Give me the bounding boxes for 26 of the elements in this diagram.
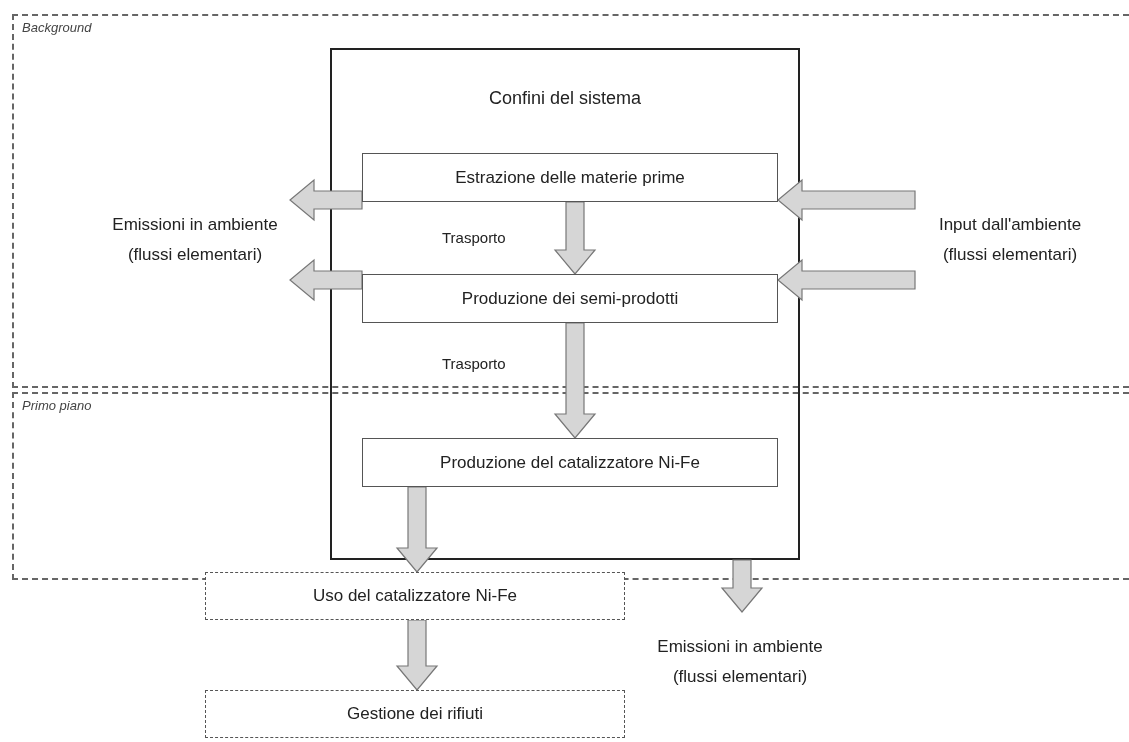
block-arrow — [395, 486, 439, 573]
process-box — [205, 690, 625, 738]
block-arrow — [289, 258, 363, 302]
process-box — [362, 274, 778, 323]
process-box — [362, 438, 778, 487]
block-arrow — [289, 178, 363, 222]
region-label: Background — [22, 20, 92, 35]
flow-label: Emissioni in ambiente (flussi elementari) — [645, 612, 835, 712]
block-arrow — [720, 559, 764, 613]
region-label: Primo piano — [22, 398, 92, 413]
block-arrow — [553, 322, 597, 439]
block-arrow — [395, 619, 439, 691]
flow-label: Emissioni in ambiente (flussi elementari) — [100, 190, 290, 290]
process-label: Produzione del catalizzatore Ni-Fe — [440, 452, 700, 473]
process-label: Produzione dei semi-prodotti — [461, 288, 679, 309]
system-boundary-box — [330, 48, 800, 560]
process-box — [362, 153, 778, 202]
process-label: Gestione dei rifiuti — [346, 704, 484, 724]
flow-label: Input dall'ambiente (flussi elementari) — [915, 190, 1105, 290]
process-label: Uso del catalizzatore Ni-Fe — [312, 586, 518, 606]
block-arrow — [777, 258, 916, 302]
block-arrow — [777, 178, 916, 222]
boundary-label: Confini del sistema — [487, 88, 643, 109]
process-box — [205, 572, 625, 620]
process-label: Estrazione delle materie prime — [455, 167, 685, 188]
block-arrow — [553, 201, 597, 275]
